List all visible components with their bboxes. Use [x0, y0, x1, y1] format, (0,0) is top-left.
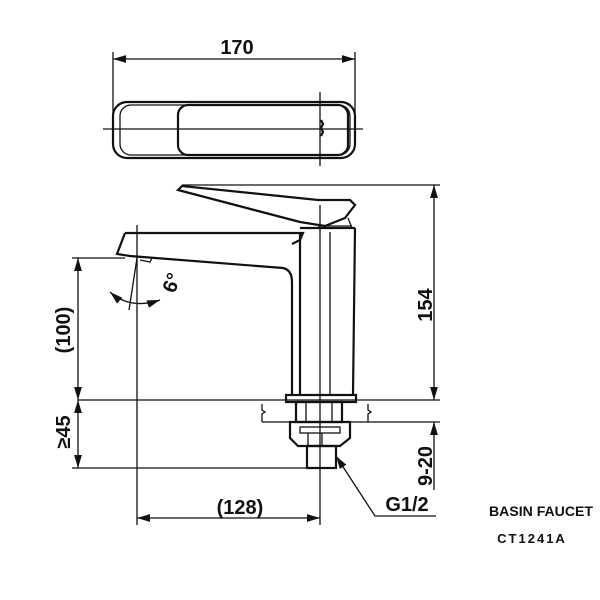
dimension-deck-label: ≥45: [53, 415, 75, 448]
side-view: [72, 184, 440, 525]
thread-leader-line: [335, 455, 436, 517]
product-model: CT1241A: [497, 531, 567, 546]
dimension-spout-height-label: (100): [53, 307, 75, 354]
product-title: BASIN FAUCET: [489, 503, 593, 519]
dimension-width-label: 170: [220, 37, 253, 59]
dimension-reach-label: (128): [217, 497, 264, 519]
thread-connector: [305, 444, 338, 470]
faucet-top-outline: [111, 100, 357, 160]
top-view: [103, 52, 363, 166]
angle-label: 6°: [159, 270, 186, 295]
lever-handle: [175, 184, 357, 228]
thread-label: G1/2: [385, 494, 428, 516]
dimension-height-label: 154: [415, 287, 437, 321]
lever-top-outline: [176, 103, 350, 157]
dimension-mount-range-label: 9-20: [415, 446, 437, 486]
angle-arc: [109, 291, 161, 308]
